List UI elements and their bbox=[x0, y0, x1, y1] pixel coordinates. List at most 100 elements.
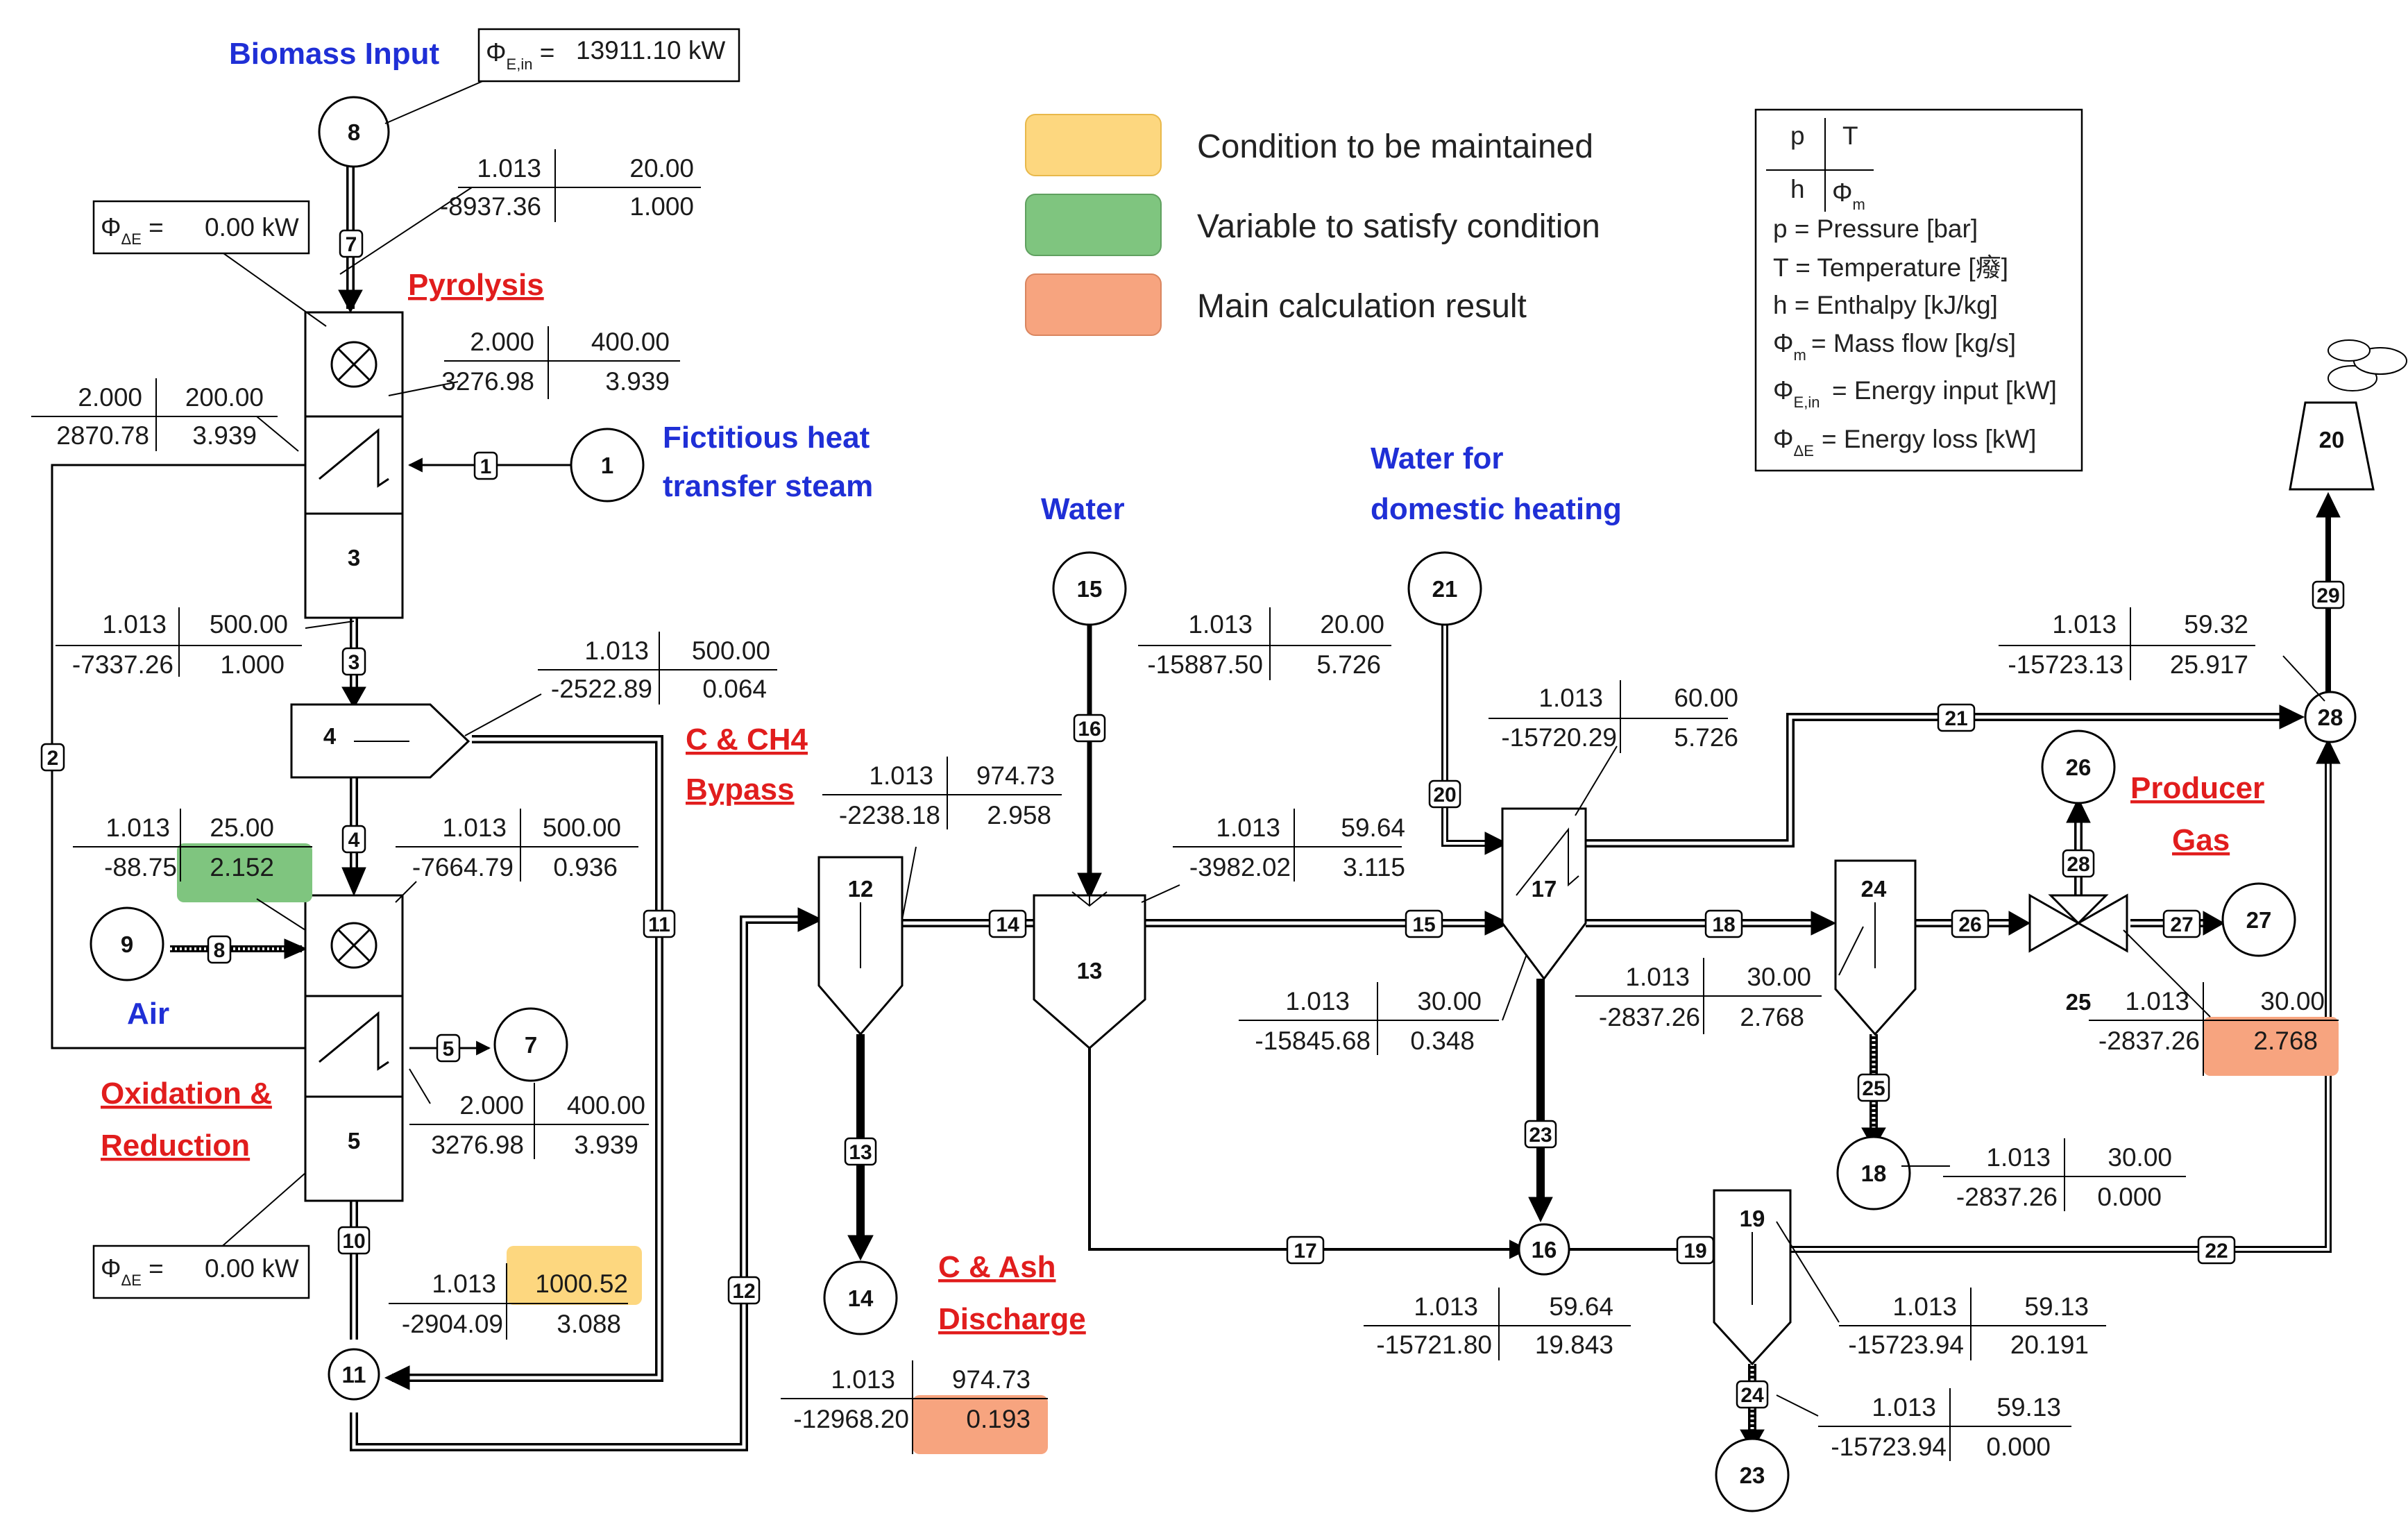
pipe-tag-15: 15 bbox=[1412, 913, 1435, 936]
label-producer-1: Producer bbox=[2130, 771, 2264, 805]
label-oxidation-1: Oxidation & bbox=[101, 1077, 272, 1111]
unit-19-label: 19 bbox=[1740, 1206, 1765, 1231]
label-c-ch4-2: Bypass bbox=[686, 773, 795, 807]
svg-text:0.348: 0.348 bbox=[1410, 1027, 1475, 1055]
node-11-circle bbox=[328, 1348, 380, 1401]
key-energy-loss: = Energy loss [kW] bbox=[1822, 425, 2036, 453]
unit-24-label: 24 bbox=[1861, 876, 1887, 902]
svg-text:500.00: 500.00 bbox=[210, 610, 288, 639]
pipe-tag-21: 21 bbox=[1944, 707, 1967, 730]
node-15-label: 15 bbox=[1077, 576, 1103, 602]
svg-text:T: T bbox=[1842, 121, 1858, 150]
svg-text:3.939: 3.939 bbox=[605, 367, 670, 396]
node-circles bbox=[90, 96, 2357, 1512]
svg-text:2.000: 2.000 bbox=[78, 383, 142, 412]
pipe-tag-25: 25 bbox=[1862, 1077, 1885, 1100]
label-c-ash-1: C & Ash bbox=[938, 1250, 1056, 1284]
leader-lines bbox=[218, 79, 2325, 1417]
node-11-label: 11 bbox=[342, 1362, 366, 1387]
svg-text:-15723.94: -15723.94 bbox=[1831, 1433, 1947, 1461]
highlight-variable-s8 bbox=[177, 843, 312, 902]
svg-text:0.000: 0.000 bbox=[1986, 1433, 2051, 1461]
svg-text:-15723.13: -15723.13 bbox=[2008, 650, 2123, 679]
key-box: p T h Φm p = Pressure [bar] T = Temperat… bbox=[1754, 108, 2083, 472]
pipe-tag-18: 18 bbox=[1712, 913, 1735, 936]
pipe-tag-22: 22 bbox=[2205, 1240, 2228, 1263]
svg-text:2.768: 2.768 bbox=[1740, 1003, 1804, 1031]
node-8-label: 8 bbox=[348, 119, 360, 145]
svg-text:-2238.18: -2238.18 bbox=[839, 801, 940, 829]
svg-text:-2522.89: -2522.89 bbox=[551, 675, 652, 703]
energy-input-value: 13911.10 kW bbox=[576, 36, 725, 65]
svg-text:974.73: 974.73 bbox=[952, 1365, 1031, 1394]
pipe-tag-5: 5 bbox=[443, 1038, 455, 1061]
highlight-result-s27 bbox=[2203, 1017, 2339, 1076]
svg-text:-15721.80: -15721.80 bbox=[1376, 1331, 1492, 1359]
legend-variable-text: Variable to satisfy condition bbox=[1197, 208, 1600, 245]
label-c-ch4-1: C & CH4 bbox=[686, 723, 808, 757]
svg-text:500.00: 500.00 bbox=[543, 813, 621, 842]
pipe-tag-12: 12 bbox=[732, 1280, 755, 1303]
legend: Condition to be maintained Variable to s… bbox=[1025, 114, 1600, 336]
svg-text:1.013: 1.013 bbox=[1216, 813, 1280, 842]
svg-text:59.13: 59.13 bbox=[2024, 1292, 2089, 1321]
pipe-tag-23: 23 bbox=[1529, 1124, 1552, 1147]
highlight-result-s13 bbox=[913, 1395, 1048, 1454]
svg-text:1.013: 1.013 bbox=[1538, 684, 1603, 712]
svg-text:30.00: 30.00 bbox=[2108, 1143, 2172, 1172]
svg-text:25.917: 25.917 bbox=[2170, 650, 2248, 679]
unit-4-label: 4 bbox=[323, 723, 337, 749]
svg-text:59.64: 59.64 bbox=[1549, 1292, 1613, 1321]
pipe-20 bbox=[1441, 621, 1509, 855]
svg-text:30.00: 30.00 bbox=[1417, 987, 1482, 1015]
node-21-circle bbox=[1407, 551, 1482, 626]
stream-2: 2.000 200.00 2870.78 3.939 bbox=[31, 378, 278, 451]
label-fictitious-2: transfer steam bbox=[663, 469, 873, 503]
pipe-tag-4: 4 bbox=[348, 829, 360, 852]
pipe-tag-26: 26 bbox=[1958, 913, 1981, 936]
svg-text:59.64: 59.64 bbox=[1341, 813, 1405, 842]
svg-text:3.115: 3.115 bbox=[1343, 853, 1405, 881]
svg-text:-12968.20: -12968.20 bbox=[793, 1405, 909, 1433]
svg-text:2870.78: 2870.78 bbox=[56, 421, 149, 450]
unit-5-label: 5 bbox=[348, 1128, 360, 1154]
unit-5 bbox=[304, 894, 404, 1202]
svg-text:-2837.26: -2837.26 bbox=[1599, 1003, 1700, 1031]
svg-text:-7337.26: -7337.26 bbox=[72, 650, 173, 679]
svg-text:1.013: 1.013 bbox=[1625, 963, 1690, 991]
unit-13 bbox=[1033, 894, 1146, 1049]
pipe-tag-20: 20 bbox=[1433, 784, 1456, 807]
svg-text:3.939: 3.939 bbox=[574, 1131, 638, 1159]
node-28-label: 28 bbox=[2318, 705, 2343, 730]
svg-text:3.939: 3.939 bbox=[192, 421, 257, 450]
svg-text:-88.75: -88.75 bbox=[104, 853, 177, 881]
pipe-tag-1: 1 bbox=[480, 455, 492, 478]
svg-text:1.013: 1.013 bbox=[477, 154, 541, 183]
svg-text:-15723.94: -15723.94 bbox=[1848, 1331, 1964, 1359]
node-15-circle bbox=[1052, 551, 1127, 626]
svg-text:1.000: 1.000 bbox=[629, 192, 694, 221]
unit-3-label: 3 bbox=[348, 545, 360, 571]
svg-text:200.00: 200.00 bbox=[185, 383, 264, 412]
highlights bbox=[177, 843, 2339, 1454]
label-biomass-input: Biomass Input bbox=[229, 37, 439, 71]
svg-text:1.013: 1.013 bbox=[105, 813, 170, 842]
node-16-label: 16 bbox=[1532, 1237, 1557, 1263]
svg-text:60.00: 60.00 bbox=[1674, 684, 1738, 712]
node-27-circle bbox=[2221, 882, 2296, 957]
svg-text:30.00: 30.00 bbox=[1747, 963, 1811, 991]
label-fictitious-1: Fictitious heat bbox=[663, 421, 870, 455]
svg-text:2.000: 2.000 bbox=[470, 328, 534, 356]
label-water-heating-1: Water for bbox=[1371, 441, 1504, 475]
node-8-circle bbox=[318, 96, 390, 168]
legend-swatch-maintained bbox=[1025, 114, 1162, 176]
node-1-circle bbox=[570, 428, 645, 503]
svg-text:30.00: 30.00 bbox=[2260, 987, 2325, 1015]
svg-text:1000.52: 1000.52 bbox=[535, 1269, 628, 1298]
